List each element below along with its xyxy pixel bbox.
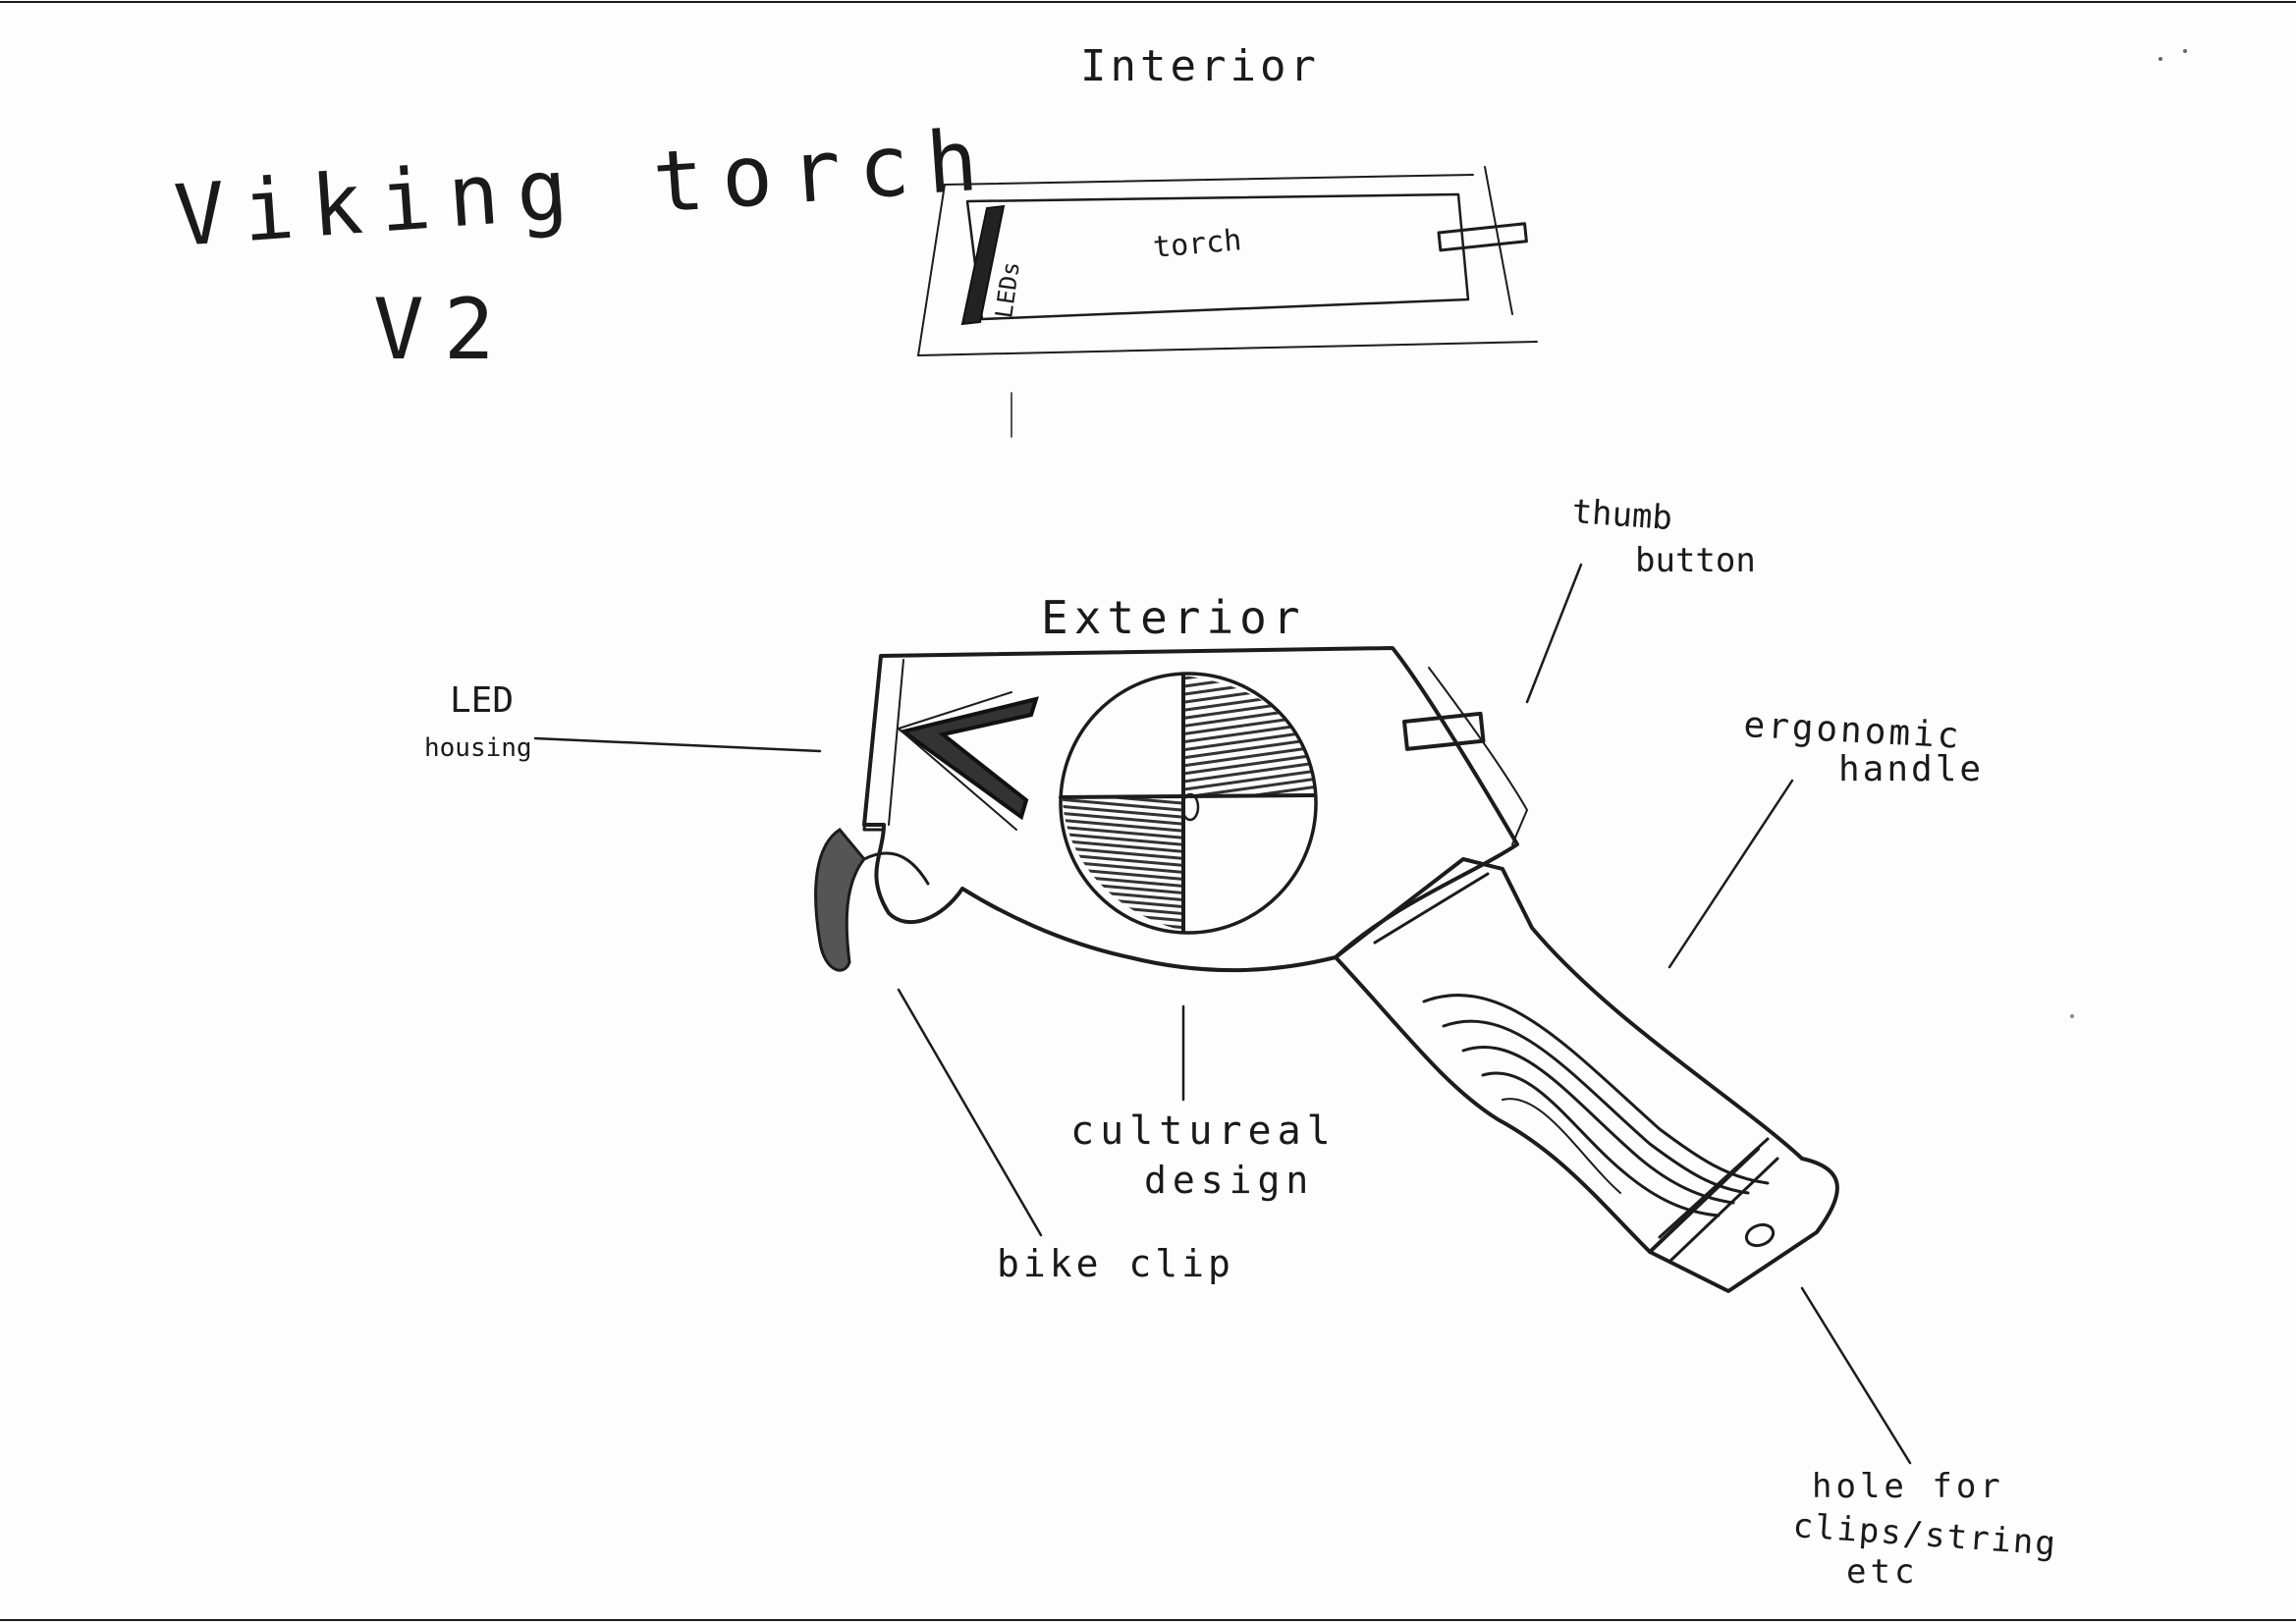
torch-body (862, 646, 1519, 973)
chevron-emblem (899, 696, 1039, 821)
ergonomic-handle-leader (1667, 779, 1794, 969)
cultural-design-emblem (1059, 672, 1318, 935)
bike-clip (814, 828, 866, 972)
exterior-heading: Exterior (1041, 591, 1306, 644)
label-hole-1: hole for (1812, 1467, 2004, 1506)
hole-leader (1800, 1286, 1912, 1465)
pencil-dot (2183, 49, 2187, 53)
title-line-2: V2 (373, 281, 515, 379)
label-cultural-1: cultureal (1070, 1109, 1337, 1154)
thumb-button-leader (1525, 563, 1583, 704)
bike-clip-leader (897, 988, 1043, 1237)
label-thumb-2: button (1635, 541, 1756, 580)
title-line-1: Viking torch (171, 111, 998, 266)
interior-torch-label: torch (1152, 223, 1243, 265)
label-led-1: LED (450, 680, 514, 721)
thumb-button (1401, 711, 1486, 751)
label-hole-3: etc (1846, 1552, 1918, 1592)
led-strip (960, 204, 1006, 326)
label-hole-2: clips/string (1791, 1506, 2058, 1564)
label-cultural-2: design (1144, 1159, 1314, 1202)
hole-for-clips (1744, 1222, 1776, 1248)
label-ergonomic-2: handle (1838, 749, 1984, 789)
interior-heading: Interior (1080, 41, 1320, 91)
pencil-dot (2159, 57, 2162, 61)
led-housing-leader (533, 736, 822, 753)
label-bike-clip: bike clip (997, 1242, 1234, 1285)
exterior-torch (814, 646, 1839, 1293)
interior-led-label: LEDs (990, 260, 1025, 320)
interior-thumb-button (1437, 222, 1528, 252)
label-thumb-1: thumb (1570, 492, 1673, 538)
interior-sketch: torch LEDs (917, 166, 1538, 438)
ergonomic-handle (1334, 857, 1839, 1293)
label-led-2: housing (424, 733, 532, 763)
pencil-dot (2070, 1014, 2074, 1018)
